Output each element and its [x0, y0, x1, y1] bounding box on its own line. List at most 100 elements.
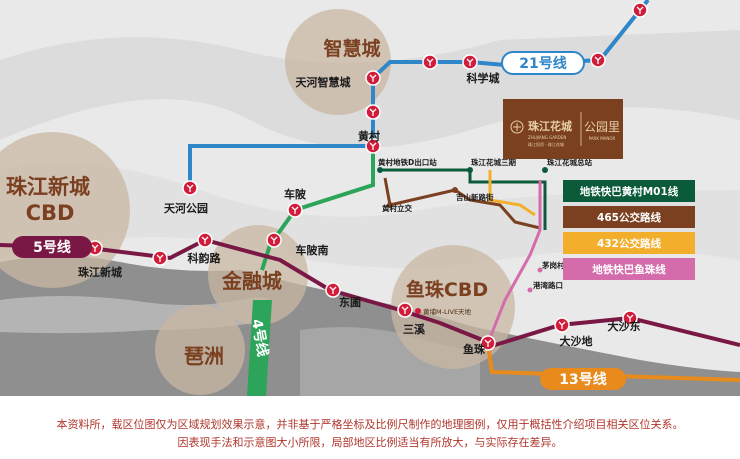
metro-station-tianhe-park: [182, 180, 198, 196]
svg-text:5号线: 5号线: [33, 239, 71, 256]
line-badge-21: 21号线: [501, 51, 585, 75]
metro-logo-icon: [369, 108, 377, 116]
metro-logo-icon: [484, 339, 492, 347]
bus-label-zjhc3: 珠江花城三期: [471, 157, 516, 167]
metro-station-huangcun: [365, 138, 381, 154]
bus-route-432: [488, 170, 536, 217]
project-card: 珠江花城 ZHUJIANG GARDEN 珠江投资 · 珠江花城 公园里 PAR…: [503, 99, 623, 159]
svg-text:21号线: 21号线: [519, 55, 566, 72]
station-label-kexuecheng: 科学城: [467, 71, 500, 85]
bus-route-yuzhu: [486, 180, 542, 344]
legend-label: 432公交路线: [597, 237, 661, 250]
metro-line-14: [188, 144, 373, 188]
station-label-dashadi: 大沙地: [560, 334, 593, 348]
station-labels: 天河智慧城 科学城 黄村 天河公园 车陂 车陂南 科韵路 珠江新城 东圃 三溪 …: [78, 71, 641, 356]
metro-station-dongpu: [325, 282, 341, 298]
station-label-dongpu: 东圃: [339, 295, 361, 309]
station-label-keyun: 科韵路: [188, 251, 222, 265]
bus-label-zjhc-zong: 珠江花城总站: [547, 157, 592, 167]
legend-item: 432公交路线: [563, 232, 695, 254]
metro-logo-icon: [186, 184, 194, 192]
legend-label: 465公交路线: [597, 211, 661, 224]
station-label-chebei: 车陂: [284, 187, 306, 201]
metro-station-chebei: [287, 202, 303, 218]
station-label-zhujiang-xc: 珠江新城: [78, 265, 122, 279]
metro-station-line21-a: [422, 54, 438, 70]
svg-text:4号线: 4号线: [248, 318, 271, 358]
bus-stop-labels: 黄村地铁D出口站 黄村立交 珠江花城三期 吉山新路街 珠江花城总站 茅岗村 港湾…: [378, 157, 592, 290]
legend-item: 465公交路线: [563, 206, 695, 228]
metro-logo-icon: [156, 254, 164, 262]
project-name: 珠江花城: [528, 119, 572, 133]
metro-line-13: [486, 344, 740, 382]
station-label-yuzhu: 鱼珠: [463, 342, 486, 356]
bus-label-huangcun-d: 黄村地铁D出口站: [378, 157, 437, 167]
metro-station-tianhe-zhihui: [365, 70, 381, 86]
legend-label: 地铁快巴鱼珠线: [592, 263, 666, 276]
station-label-tianhe-zhihui: 天河智慧城: [296, 75, 351, 89]
metro-station-dashadong: [622, 310, 638, 326]
bus-route-m01: [380, 168, 547, 230]
district-label-zhihui: 智慧城: [323, 37, 380, 60]
district-circle-zhihui: [285, 9, 391, 115]
station-label-sanxi: 三溪: [403, 322, 426, 336]
metro-logo-icon: [558, 321, 566, 329]
metro-logo-icon: [270, 236, 278, 244]
metro-logo-icon: [626, 314, 634, 322]
legend-item: 地铁快巴黄村M01线: [563, 180, 695, 202]
legend-swatch: [563, 232, 695, 254]
district-label-zhujiang-2: CBD: [26, 201, 75, 225]
metro-station-line21-top: [632, 2, 648, 18]
station-label-chebei-south: 车陂南: [296, 243, 329, 257]
line-badge-13: 13号线: [540, 368, 626, 390]
metro-station-yuzhu: [480, 335, 496, 351]
metro-logo-icon: [329, 286, 337, 294]
metro-station-line21-mid: [365, 104, 381, 120]
district-label-pazhou: 琶洲: [184, 344, 224, 368]
metro-logo-icon: [401, 306, 409, 314]
metro-logo-icon: [426, 58, 434, 66]
bus-label-gangwan: 港湾路口: [533, 280, 563, 290]
location-pin-icon: [415, 308, 421, 314]
project-logo-icon: [510, 120, 524, 134]
disclaimer-line-1: 本资料所，载区位图仅为区域规划效果示意，并非基于严格坐标及比例尺制作的地理图例，…: [56, 418, 684, 431]
metro-station-line5-w: [152, 250, 168, 266]
district-label-jinrong: 金融城: [221, 269, 282, 293]
metro-station-keyun: [197, 232, 213, 248]
district-circle-pazhou: [155, 305, 245, 395]
disclaimer-line-2: 因表现手法和示意图大小所限，局部地区比例适当有所放大，与实际存在差异。: [177, 436, 563, 449]
bus-stops: [377, 167, 548, 293]
metro-station-kexuecheng: [462, 54, 478, 70]
district-sub-yuzhu: 黄埔M-LIVE天地: [423, 307, 472, 316]
metro-station-chebei-south: [266, 232, 282, 248]
project-brand: 公园里: [584, 120, 620, 134]
metro-logo-icon: [369, 74, 377, 82]
project-tagline: 珠江投资 · 珠江花城: [528, 141, 564, 147]
metro-station-sanxi: [397, 302, 413, 318]
project-brand-sub: PARK MANOR: [589, 136, 616, 141]
svg-text:13号线: 13号线: [559, 371, 606, 388]
bus-label-jishan: 吉山新路街: [456, 192, 494, 202]
bus-label-maogang: 茅岗村: [542, 260, 565, 270]
project-en: ZHUJIANG GARDEN: [528, 135, 566, 140]
legend-swatch: [563, 258, 695, 280]
station-label-huangcun: 黄村: [358, 129, 380, 143]
bus-label-huangcun-lj: 黄村立交: [382, 203, 412, 213]
metro-line-4: [247, 300, 272, 396]
metro-logo-icon: [291, 206, 299, 214]
legend-label: 地铁快巴黄村M01线: [580, 185, 679, 198]
legend-swatch: [563, 206, 695, 228]
district-label-yuzhu: 鱼珠CBD: [406, 278, 488, 301]
line-badge-5: 5号线: [12, 236, 92, 258]
station-label-dashadong: 大沙东: [608, 319, 641, 333]
metro-logo-icon: [91, 244, 99, 252]
metro-logo-icon: [369, 142, 377, 150]
metro-station-dashadi: [554, 317, 570, 333]
metro-station-line21-c: [590, 52, 606, 68]
metro-logo-icon: [594, 56, 602, 64]
metro-logo-icon: [201, 236, 209, 244]
legend-item: 地铁快巴鱼珠线: [563, 258, 695, 280]
